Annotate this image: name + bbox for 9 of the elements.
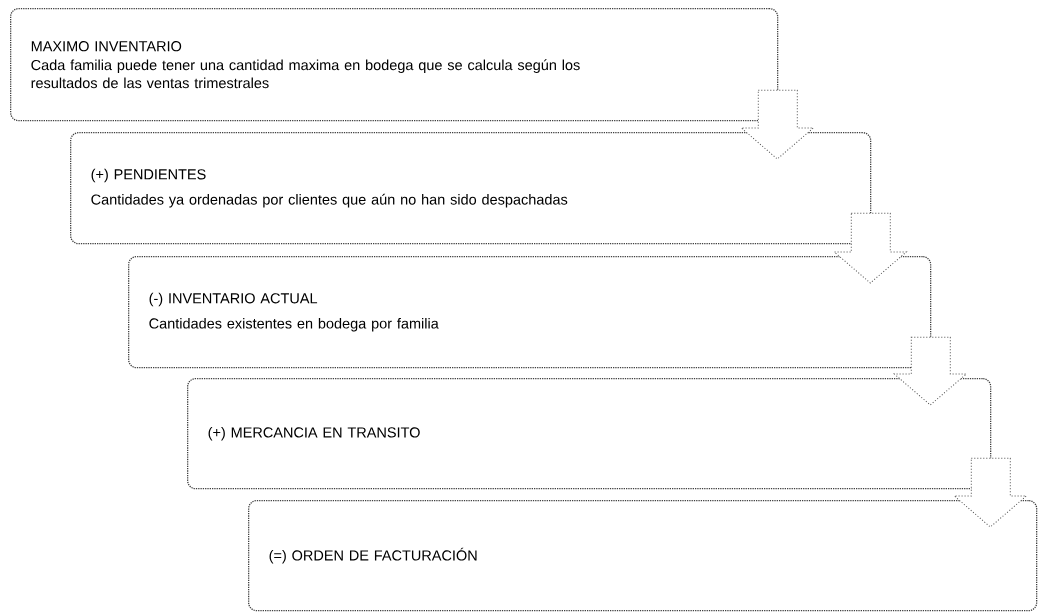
process-box: (=) ORDEN DE FACTURACIÓN — [248, 500, 1038, 612]
process-box: (+) MERCANCIA EN TRANSITO — [187, 378, 992, 490]
block-arrow — [953, 457, 1027, 528]
process-box: (+) PENDIENTES Cantidades ya ordenadas por clientes que aún no han sido despachadas — [70, 132, 872, 245]
process-box: (-) INVENTARIO ACTUAL Cantidades existentes en bodega por familia — [128, 256, 932, 369]
block-arrow — [740, 89, 814, 160]
block-arrow — [893, 336, 967, 406]
process-box: MAXIMO INVENTARIO Cada familia puede tener una cantidad maxima en bodega que se calcula según los resultados de las ventas trimestrales — [10, 8, 779, 122]
block-arrow — [833, 212, 907, 284]
